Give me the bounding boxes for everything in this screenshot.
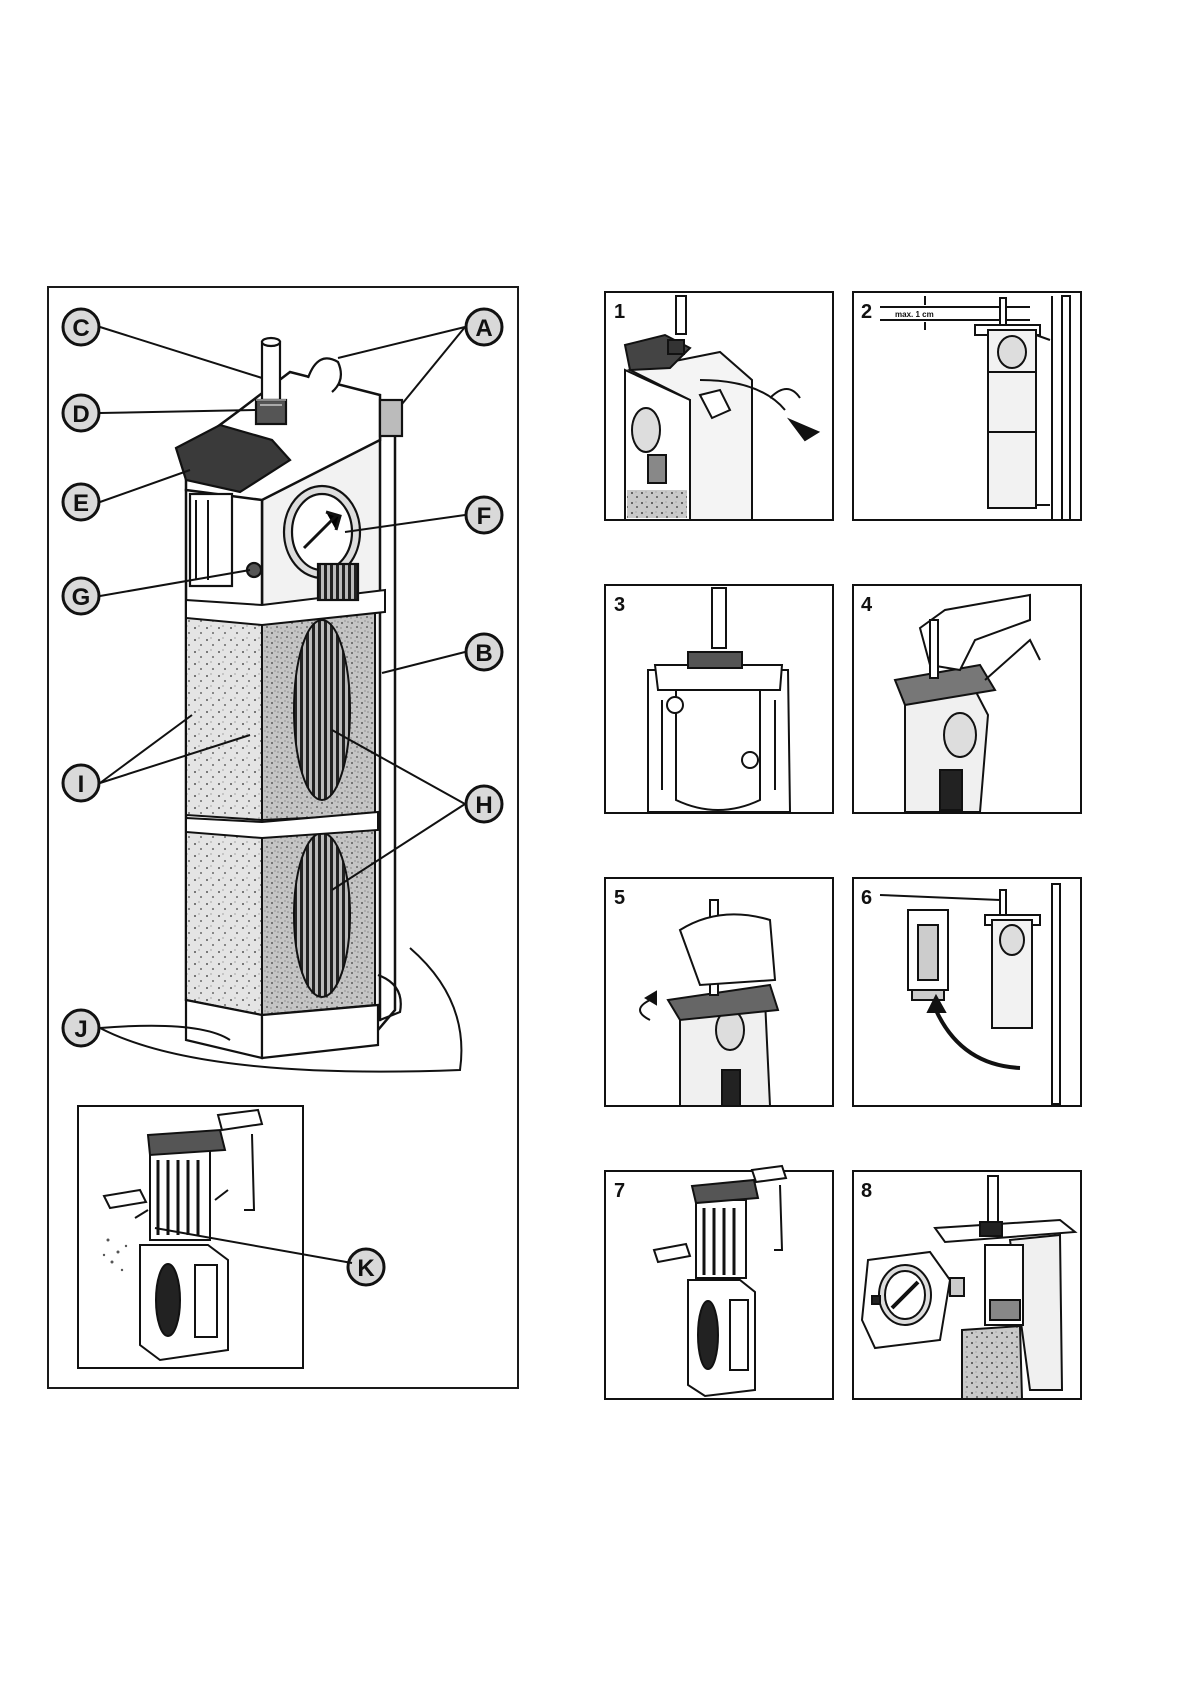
step-5-panel: 5: [605, 878, 833, 1106]
step-2-number: 2: [861, 301, 872, 323]
step-8-number: 8: [861, 1180, 872, 1202]
step-2-note: max. 1 cm: [895, 310, 934, 319]
step-7-number: 7: [614, 1180, 625, 1202]
step-3-panel: 3: [605, 585, 833, 813]
step-5-number: 5: [614, 887, 625, 909]
step-4-panel: 4: [853, 585, 1081, 813]
step-3-number: 3: [614, 594, 625, 616]
step-6-panel: 6: [853, 878, 1081, 1106]
step-1-panel: 1: [605, 292, 833, 520]
step-6-number: 6: [861, 887, 872, 909]
step-8-panel: 8: [853, 1171, 1081, 1399]
step-2-panel: 2 max. 1 cm: [853, 292, 1081, 520]
step-4-number: 4: [861, 594, 873, 616]
step-7-panel: 7: [605, 1166, 833, 1399]
step-1-number: 1: [614, 301, 625, 323]
